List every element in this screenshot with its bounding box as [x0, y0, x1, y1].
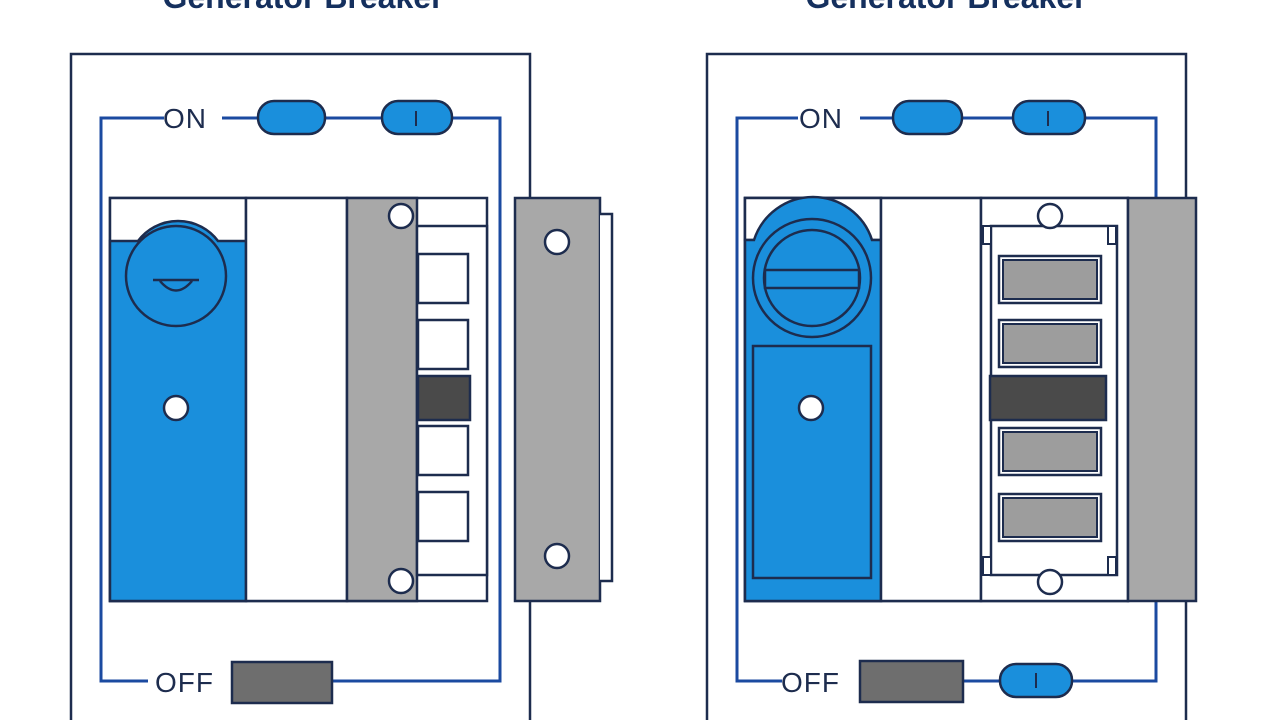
left-mounting-bracket — [513, 196, 602, 603]
right-wire-loop — [735, 116, 798, 683]
right-gray-bar — [1126, 196, 1198, 603]
left-on-label: ON — [163, 103, 207, 134]
right-on-label: ON — [799, 103, 843, 134]
screw-icon — [543, 542, 571, 570]
bracket-flange — [600, 212, 614, 583]
terminal-slot-fill — [1002, 497, 1098, 538]
terminal-slot — [416, 424, 470, 477]
knob-slot — [763, 268, 861, 290]
left-panel-title: Generator Breaker — [162, 0, 443, 15]
terminal-slot — [416, 318, 470, 371]
handle-plate — [751, 344, 873, 580]
left-off-label: OFF — [155, 667, 214, 698]
terminal-slot-fill — [1002, 323, 1098, 364]
fuse-icon — [256, 99, 327, 136]
terminal-slot-active — [416, 374, 472, 422]
screw-icon — [1036, 202, 1064, 230]
terminal-tab — [1107, 225, 1117, 245]
terminal-slot-active — [988, 374, 1108, 422]
screw-icon — [387, 567, 415, 595]
right-center-column — [879, 196, 983, 603]
fuse-icon — [891, 99, 964, 136]
left-center-column — [244, 196, 349, 603]
knob-indicator — [153, 278, 199, 292]
terminal-slot — [416, 490, 470, 543]
right-wire-right — [860, 116, 1158, 683]
screw-icon — [162, 394, 190, 422]
terminal-tab — [982, 556, 992, 576]
screw-icon — [797, 394, 825, 422]
right-panel-title: Generator Breaker — [805, 0, 1086, 15]
off-block — [230, 660, 334, 705]
screw-icon — [543, 228, 571, 256]
left-wire-loop — [99, 116, 164, 683]
screw-icon — [1036, 568, 1064, 596]
right-panel: Generator Breaker ON OFF — [705, 0, 1198, 720]
left-wire-right — [222, 116, 502, 683]
left-panel: Generator Breaker ON OFF — [69, 0, 614, 720]
off-block — [858, 659, 965, 704]
terminal-slot-fill — [1002, 431, 1098, 472]
knob-icon — [124, 224, 228, 328]
screw-icon — [387, 202, 415, 230]
terminal-tab — [1107, 556, 1117, 576]
terminal-slot — [416, 252, 470, 305]
left-gray-strip — [345, 196, 419, 603]
terminal-slot-fill — [1002, 259, 1098, 300]
terminal-tab — [982, 225, 992, 245]
right-off-label: OFF — [781, 667, 840, 698]
